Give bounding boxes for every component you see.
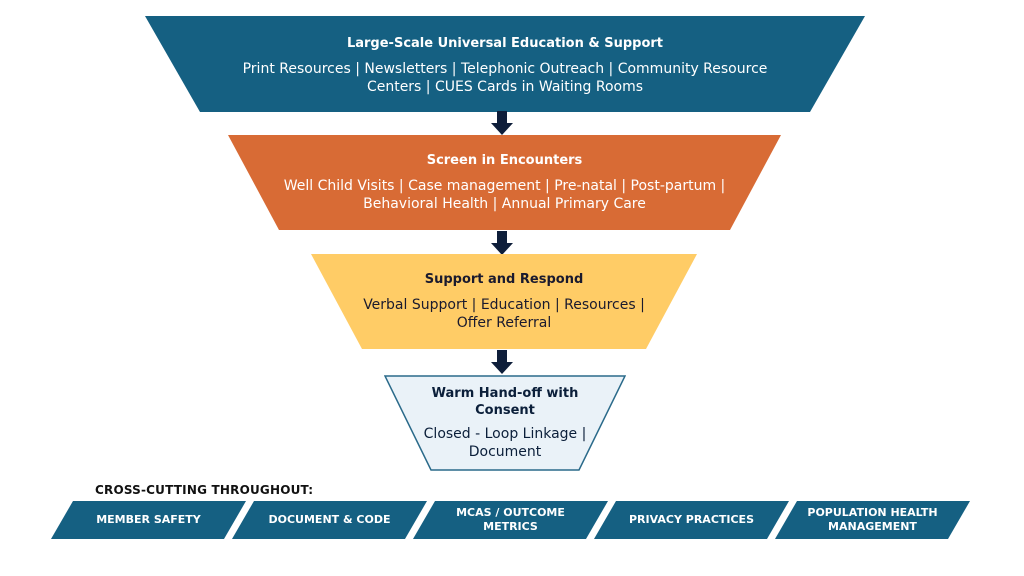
crosscutting-item-mcas-outcome-metrics: MCAS / OUTCOME METRICS <box>413 501 608 539</box>
crosscutting-item-population-health-management: POPULATION HEALTH MANAGEMENT <box>775 501 970 539</box>
tier-3-shape <box>311 254 697 349</box>
tier-4-subtitle: Closed - Loop Linkage | Document <box>423 426 587 460</box>
funnel-tier-warm-hand-off: Warm Hand-off with Consent Closed - Loop… <box>384 375 626 471</box>
tier-4-shape <box>384 375 626 471</box>
down-arrow-icon <box>491 231 513 255</box>
funnel-tier-universal-education: Large-Scale Universal Education & Suppor… <box>145 16 865 112</box>
tier-2-shape <box>228 135 781 230</box>
tier-3-trapezoid <box>311 254 697 349</box>
tier-4-trapezoid <box>384 375 626 471</box>
tier-1-subtitle: Print Resources | Newsletters | Telephon… <box>242 60 768 95</box>
funnel-tier-support-and-respond: Support and Respond Verbal Support | Edu… <box>311 254 697 349</box>
tier-3-subtitle: Verbal Support | Education | Resources |… <box>363 297 645 331</box>
crosscutting-item-label: DOCUMENT & CODE <box>268 513 391 526</box>
funnel-tier-screen-in-encounters: Screen in Encounters Well Child Visits |… <box>228 135 781 230</box>
tier-2-trapezoid <box>228 135 781 230</box>
tier-1-shape <box>145 16 865 112</box>
down-arrow-icon <box>491 111 513 135</box>
tier-1-trapezoid <box>145 16 865 112</box>
crosscutting-item-label: POPULATION HEALTH MANAGEMENT <box>807 506 938 533</box>
down-arrow-icon <box>491 350 513 374</box>
tier-3-title: Support and Respond <box>424 272 584 287</box>
crosscutting-item-label: MCAS / OUTCOME METRICS <box>456 506 565 533</box>
crosscutting-item-document-code: DOCUMENT & CODE <box>232 501 427 539</box>
crosscutting-item-privacy-practices: PRIVACY PRACTICES <box>594 501 789 539</box>
crosscutting-heading: CROSS-CUTTING THROUGHOUT: <box>95 483 314 497</box>
tier-4-title: Warm Hand-off with Consent <box>431 386 579 418</box>
crosscutting-item-label: PRIVACY PRACTICES <box>629 513 754 526</box>
crosscutting-item-member-safety: MEMBER SAFETY <box>51 501 246 539</box>
tier-2-subtitle: Well Child Visits | Case management | Pr… <box>283 178 726 212</box>
tier-1-title: Large-Scale Universal Education & Suppor… <box>346 35 664 51</box>
tier-2-title: Screen in Encounters <box>426 153 583 168</box>
crosscutting-item-label: MEMBER SAFETY <box>96 513 201 526</box>
